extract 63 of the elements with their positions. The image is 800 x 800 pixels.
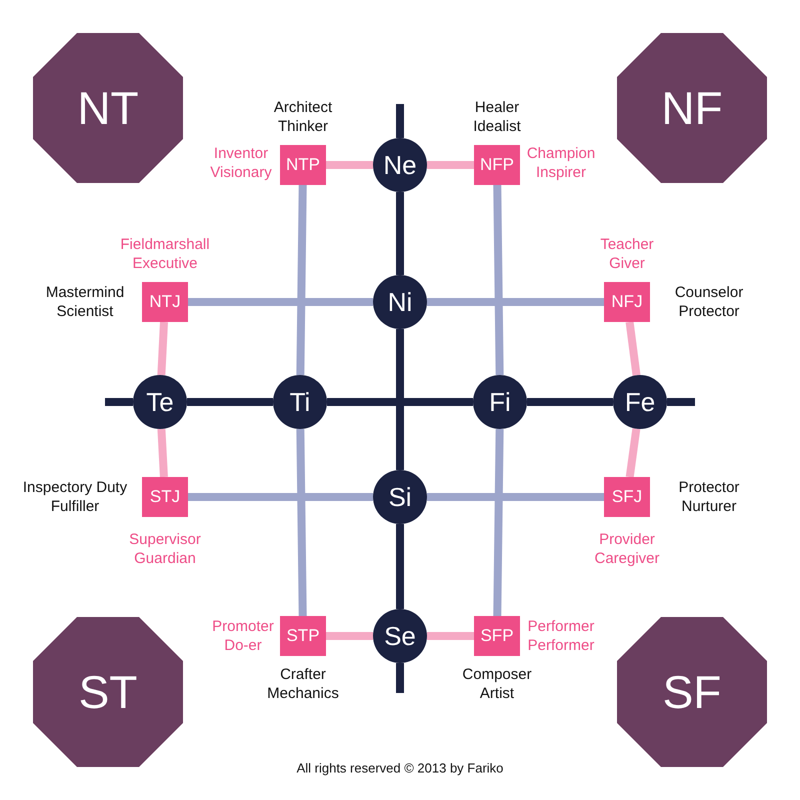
type-nickname: Performer Performer xyxy=(528,617,594,655)
type-box: STP xyxy=(280,616,326,656)
function-circle: Se xyxy=(373,609,427,663)
type-nickname: Composer Artist xyxy=(462,665,532,703)
connector-line xyxy=(427,298,604,306)
type-box: STJ xyxy=(142,477,188,517)
connector-line xyxy=(396,104,404,138)
connector-line xyxy=(157,428,168,478)
function-circle: Te xyxy=(133,375,187,429)
connector-line xyxy=(326,632,373,640)
copyright-note: All rights reserved © 2013 by Fariko xyxy=(296,760,504,778)
connector-line xyxy=(427,493,604,501)
function-circle: Si xyxy=(373,470,427,524)
octagon-node: ST xyxy=(33,617,183,767)
connector-line xyxy=(396,663,404,693)
connector-line xyxy=(626,428,640,478)
connector-line xyxy=(157,322,168,376)
type-nickname: Fieldmarshall Executive xyxy=(120,235,210,273)
type-box: SFJ xyxy=(604,477,650,517)
type-nickname: Protector Nurturer xyxy=(678,478,740,516)
type-nickname: Inventor Visionary xyxy=(210,144,272,182)
type-nickname: Champion Inspirer xyxy=(526,144,596,182)
function-circle: Fe xyxy=(613,375,667,429)
type-nickname: Mastermind Scientist xyxy=(46,283,124,321)
type-box: NFP xyxy=(474,145,520,185)
connector-line xyxy=(527,398,613,406)
connector-line xyxy=(188,493,373,501)
connector-line xyxy=(396,192,404,275)
connector-line xyxy=(296,184,307,376)
connector-line xyxy=(105,398,133,406)
connector-line xyxy=(326,161,373,169)
connector-line xyxy=(188,298,373,306)
type-nickname: Healer Idealist xyxy=(473,98,521,136)
connector-line xyxy=(667,398,695,406)
function-circle: Ne xyxy=(373,138,427,192)
type-box: SFP xyxy=(474,616,520,656)
connector-line xyxy=(427,161,474,169)
type-nickname: Architect Thinker xyxy=(274,98,332,136)
type-nickname: Inspectory Duty Fulfiller xyxy=(22,478,128,516)
connector-line xyxy=(427,632,474,640)
connector-line xyxy=(396,329,404,470)
octagon-node: NF xyxy=(617,33,767,183)
type-nickname: Provider Caregiver xyxy=(594,530,660,568)
function-circle: Fi xyxy=(473,375,527,429)
type-nickname: Counselor Protector xyxy=(674,283,744,321)
type-box: NTJ xyxy=(142,282,188,322)
type-box: NTP xyxy=(280,145,326,185)
connector-line xyxy=(296,428,307,616)
type-box: NFJ xyxy=(604,282,650,322)
octagon-node: SF xyxy=(617,617,767,767)
connector-line xyxy=(626,322,640,376)
type-nickname: Supervisor Guardian xyxy=(129,530,201,568)
function-circle: Ni xyxy=(373,275,427,329)
connector-line xyxy=(327,398,473,406)
connector-line xyxy=(396,524,404,609)
type-nickname: Crafter Mechanics xyxy=(267,665,339,703)
octagon-node: NT xyxy=(33,33,183,183)
connector-line xyxy=(493,184,504,376)
type-nickname: Promoter Do-er xyxy=(212,617,274,655)
function-circle: Ti xyxy=(273,375,327,429)
connector-line xyxy=(493,428,504,616)
type-nickname: Teacher Giver xyxy=(600,235,654,273)
connector-line xyxy=(187,398,273,406)
